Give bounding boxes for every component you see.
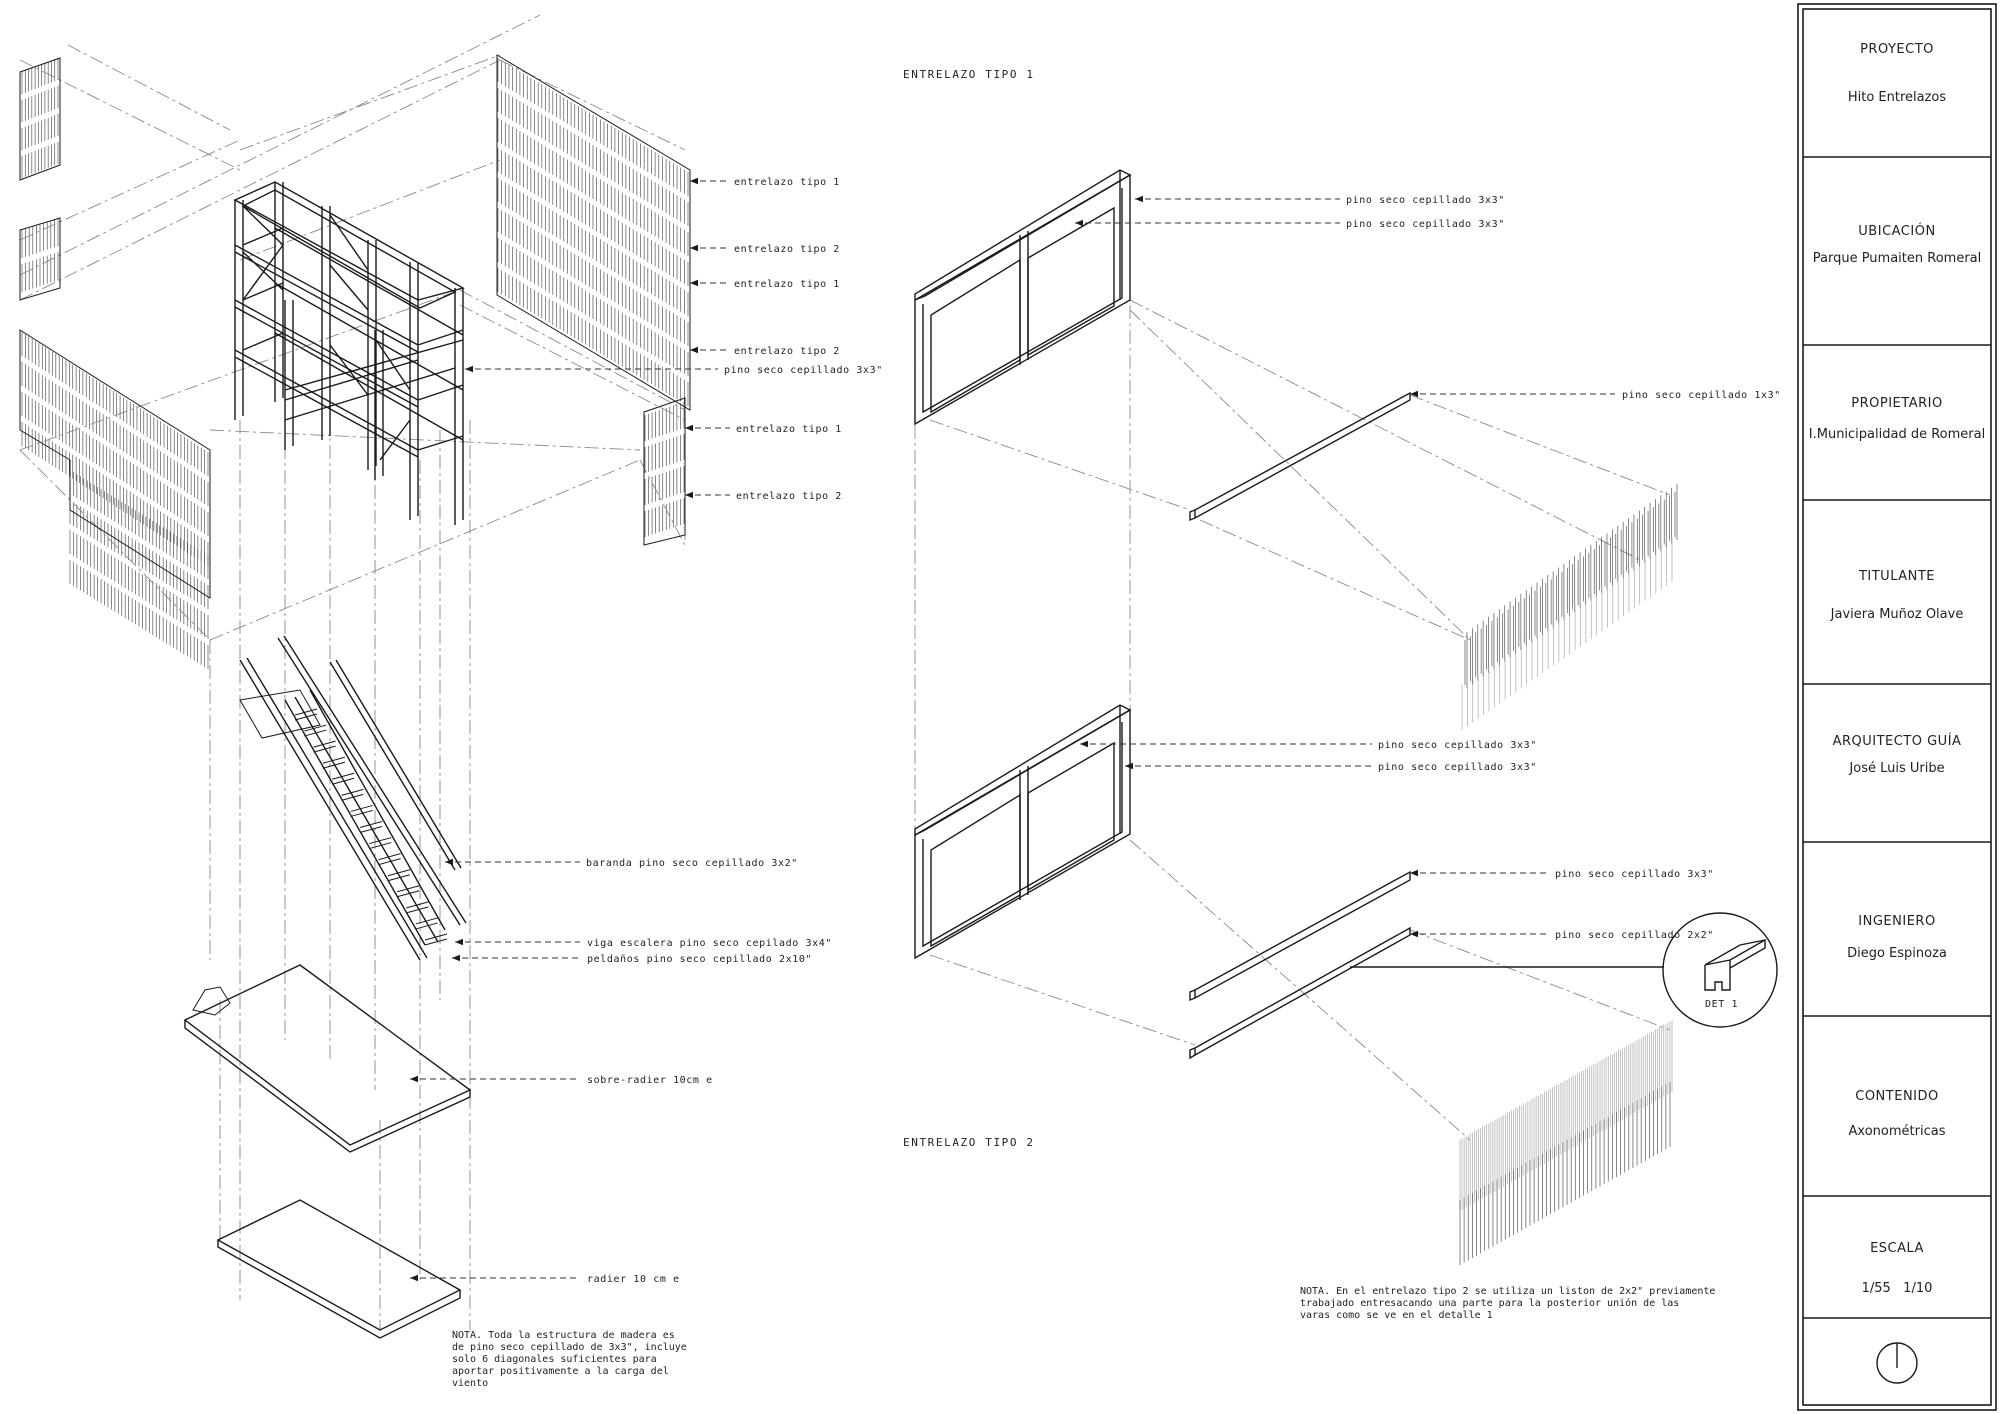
panel-top-left [19,57,61,181]
label-t1-pino-b: pino seco cepillado 3x3" [1346,219,1505,230]
label-sobre-radier: sobre-radier 10cm e [587,1075,713,1086]
tb-ubicacion-heading: UBICACIÓN [1858,223,1935,239]
label-radier: radier 10 cm e [587,1274,680,1285]
right-leaders [1075,195,1615,938]
label-entrelazo-2b: entrelazo tipo 2 [734,346,840,357]
liston-tipo-2-b [1189,926,1411,1060]
tb-contenido-value: Axonométricas [1849,1124,1946,1139]
panel-right-small [643,397,686,546]
tb-contenido-heading: CONTENIDO [1855,1089,1939,1104]
liston-tipo-2-a [1189,870,1411,1002]
tb-escala-heading: ESCALA [1870,1241,1924,1256]
tb-arquitecto-heading: ARQUITECTO GUÍA [1833,733,1962,749]
detail-label: DET 1 [1705,999,1738,1010]
detail-1: DET 1 [1350,912,1778,1028]
projection-lines [19,14,686,1330]
tb-ingeniero-value: Diego Espinoza [1847,946,1947,961]
label-t2-pino-a: pino seco cepillado 3x3" [1378,740,1537,751]
tb-proyecto-heading: PROYECTO [1860,42,1934,57]
label-entrelazo-1c: entrelazo tipo 1 [736,424,842,435]
label-t2-liston-a: pino seco cepillado 3x3" [1555,869,1714,880]
left-note-line: NOTA. Toda la estructura de madera es [452,1330,675,1341]
label-t1-pino-a: pino seco cepillado 3x3" [1346,195,1505,206]
label-peldanos: peldaños pino seco cepillado 2x10" [587,954,812,965]
frame-tipo-2 [914,704,1132,960]
tb-ingeniero-heading: INGENIERO [1858,914,1935,929]
structure-axonometric: entrelazo tipo 1 entrelazo tipo 2 entrel… [19,14,883,1389]
label-t2-pino-b: pino seco cepillado 3x3" [1378,762,1537,773]
radier-slab [216,1199,462,1339]
right-note-line: varas como se ve en el detalle 1 [1300,1310,1493,1321]
right-note: NOTA. En el entrelazo tipo 2 se utiliza … [1300,1286,1715,1321]
sobre-radier-slab [183,964,472,1153]
tb-proyecto-value: Hito Entrelazos [1848,90,1947,105]
timber-frame [233,181,465,525]
label-t2-liston-b: pino seco cepillado 2x2" [1555,930,1714,941]
tb-arquitecto-value: José Luis Uribe [1848,761,1944,776]
varas-tipo-2 [1459,1020,1673,1265]
left-note-line: de pino seco cepillado de 3x3", incluye [452,1342,687,1353]
left-note-line: aportar positivamente a la carga del [452,1366,669,1377]
tb-ubicacion-value: Parque Pumaiten Romeral [1813,251,1982,266]
varas-tipo-1 [1461,484,1678,730]
heading-entrelazo-tipo-1: ENTRELAZO TIPO 1 [903,68,1035,81]
label-viga-escalera: viga escalera pino seco cepilado 3x4" [587,938,832,949]
north-arrow-icon [1876,1342,1918,1384]
label-pino-frame: pino seco cepillado 3x3" [724,365,883,376]
right-label-group: pino seco cepillado 3x3" pino seco cepil… [1346,195,1781,941]
tb-propietario-value: I.Municipalidad de Romeral [1809,427,1985,442]
wall-rod-hatching [21,58,689,669]
left-note-line: solo 6 diagonales suficientes para [452,1354,657,1365]
label-baranda: baranda pino seco cepillado 3x2" [586,858,798,869]
label-entrelazo-1b: entrelazo tipo 1 [734,279,840,290]
stair [239,635,467,961]
label-entrelazo-2a: entrelazo tipo 2 [734,244,840,255]
left-label-group: entrelazo tipo 1 entrelazo tipo 2 entrel… [586,177,883,1285]
heading-entrelazo-tipo-2: ENTRELAZO TIPO 2 [903,1136,1035,1149]
left-leaders [410,177,730,1282]
title-block: PROYECTO Hito Entrelazos UBICACIÓN Parqu… [1797,3,1997,1411]
panel-mid-left [19,217,61,301]
label-t1-liston: pino seco cepillado 1x3" [1622,390,1781,401]
panel-right-large [496,54,691,411]
tb-titulante-heading: TITULANTE [1858,569,1935,584]
right-note-line: NOTA. En el entrelazo tipo 2 se utiliza … [1300,1286,1715,1297]
left-note: NOTA. Toda la estructura de madera es de… [452,1330,687,1389]
right-note-line: trabajado entresacando una parte para la… [1300,1297,1679,1309]
tb-titulante-value: Javiera Muñoz Olave [1830,607,1964,622]
liston-tipo-1 [1189,391,1411,522]
label-entrelazo-2c: entrelazo tipo 2 [736,491,842,502]
tb-propietario-heading: PROPIETARIO [1851,396,1942,411]
left-note-line: viento [452,1378,488,1389]
tb-escala-value: 1/55 1/10 [1862,1281,1933,1296]
label-entrelazo-1a: entrelazo tipo 1 [734,177,840,188]
frame-tipo-1 [914,169,1132,426]
panel-left-large [19,329,211,599]
entrelazo-details: ENTRELAZO TIPO 1 ENTRELAZO TIPO 2 [903,68,1781,1321]
